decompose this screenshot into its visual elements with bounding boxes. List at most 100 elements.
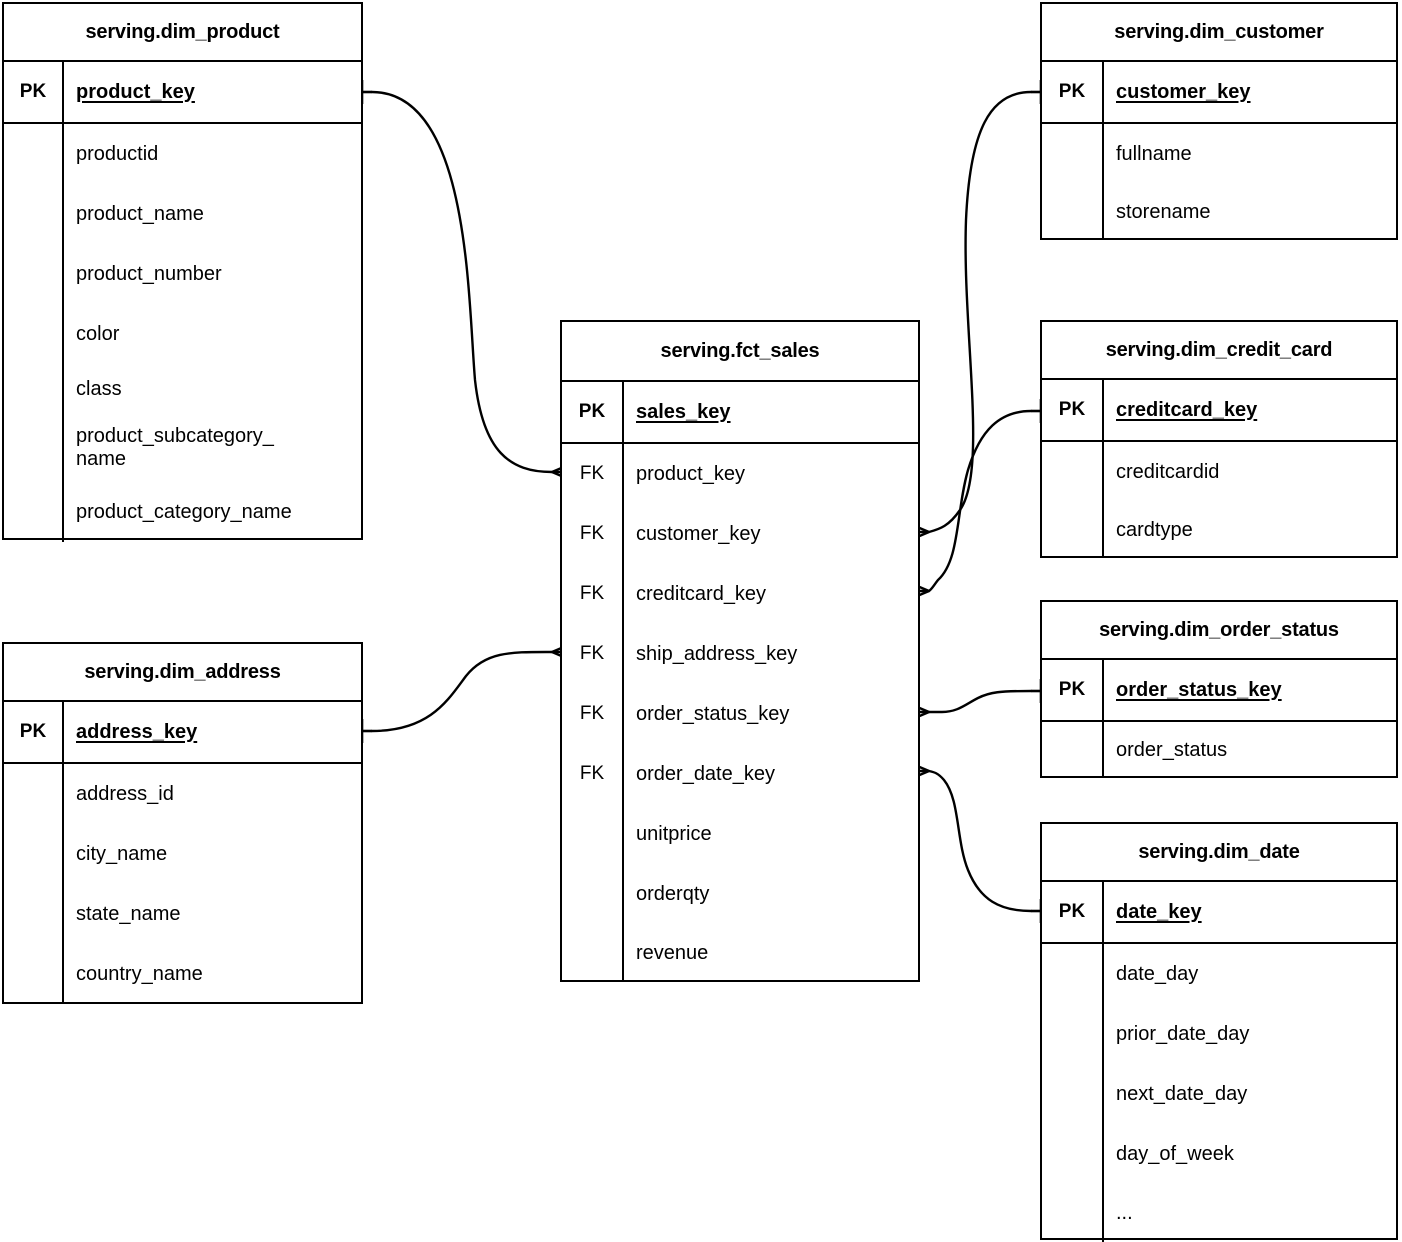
attribute-name: creditcard_key (1116, 398, 1258, 421)
attribute-name: next_date_day (1116, 1082, 1248, 1105)
key-badge-empty (1042, 442, 1104, 502)
attribute-name: creditcardid (1116, 460, 1220, 483)
relationship-rel-address-sales[interactable] (360, 639, 579, 743)
attribute-row[interactable]: address_id (4, 764, 361, 824)
attribute-row[interactable]: color (4, 304, 361, 364)
entity-attributes-dim_credit_card: PK creditcard_key creditcardid cardtype (1042, 380, 1396, 558)
attribute-row[interactable]: cardtype (1042, 502, 1396, 558)
attribute-row[interactable]: product_number (4, 244, 361, 304)
attribute-row[interactable]: ... (1042, 1184, 1396, 1242)
attribute-row[interactable]: creditcardid (1042, 442, 1396, 502)
attribute-name: product_subcategory_name (76, 425, 274, 470)
attribute-name: cardtype (1116, 518, 1193, 541)
attribute-row[interactable]: product_name (4, 184, 361, 244)
entity-title-fct_sales: serving.fct_sales (562, 322, 918, 382)
attribute-row[interactable]: class (4, 364, 361, 414)
attribute-name: product_key (76, 80, 195, 103)
attribute-name: productid (76, 142, 159, 165)
key-badge-empty (1042, 1064, 1104, 1124)
entity-title-dim_date: serving.dim_date (1042, 824, 1396, 882)
attribute-row[interactable]: PK address_key (4, 702, 361, 764)
key-badge-fk: FK (562, 624, 624, 684)
key-badge-empty (4, 482, 64, 542)
relationship-rel-date-sales[interactable] (902, 758, 1043, 923)
attribute-row[interactable]: date_day (1042, 944, 1396, 1004)
entity-title-dim_customer: serving.dim_customer (1042, 4, 1396, 62)
attribute-name: order_status (1116, 738, 1228, 761)
attribute-row[interactable]: storename (1042, 184, 1396, 240)
attribute-row[interactable]: next_date_day (1042, 1064, 1396, 1124)
attribute-row[interactable]: FK order_status_key (562, 684, 918, 744)
attribute-row[interactable]: unitprice (562, 804, 918, 864)
attribute-row[interactable]: prior_date_day (1042, 1004, 1396, 1064)
key-badge-empty (4, 244, 64, 304)
key-badge-empty (1042, 1004, 1104, 1064)
attribute-row[interactable]: country_name (4, 944, 361, 1004)
relationship-line (370, 650, 554, 733)
attribute-name: ... (1116, 1201, 1133, 1224)
relationship-rel-product-sales[interactable] (360, 80, 579, 485)
relationship-rel-orderstatus-sales[interactable] (902, 679, 1043, 725)
attribute-name: color (76, 322, 120, 345)
attribute-name: sales_key (636, 400, 731, 423)
key-badge-empty (4, 184, 64, 244)
key-badge-pk: PK (4, 702, 64, 762)
attribute-name: order_status_key (636, 702, 790, 725)
key-badge-pk: PK (1042, 660, 1104, 720)
attribute-row[interactable]: orderqty (562, 864, 918, 924)
key-badge-empty (1042, 124, 1104, 184)
attribute-row[interactable]: state_name (4, 884, 361, 944)
key-badge-empty (4, 364, 64, 414)
attribute-row[interactable]: revenue (562, 924, 918, 982)
attribute-name: class (76, 377, 122, 400)
attribute-row[interactable]: order_status (1042, 722, 1396, 778)
attribute-name: product_key (636, 462, 745, 485)
attribute-row[interactable]: product_subcategory_name (4, 414, 361, 482)
key-badge-fk: FK (562, 564, 624, 624)
relationship-line (927, 90, 1033, 534)
key-badge-empty (562, 804, 624, 864)
attribute-row[interactable]: productid (4, 124, 361, 184)
attribute-row[interactable]: product_category_name (4, 482, 361, 542)
entity-title-dim_credit_card: serving.dim_credit_card (1042, 322, 1396, 380)
attribute-row[interactable]: FK product_key (562, 444, 918, 504)
attribute-row[interactable]: fullname (1042, 124, 1396, 184)
key-badge-empty (4, 414, 64, 482)
attribute-name: address_key (76, 720, 198, 743)
attribute-name: date_day (1116, 962, 1199, 985)
key-badge-fk: FK (562, 444, 624, 504)
attribute-row[interactable]: PK creditcard_key (1042, 380, 1396, 442)
relationship-rel-creditcard-sales[interactable] (902, 399, 1043, 604)
relationship-line (927, 409, 1033, 593)
key-badge-empty (4, 824, 64, 884)
key-badge-fk: FK (562, 744, 624, 804)
attribute-row[interactable]: city_name (4, 824, 361, 884)
relationship-rel-customer-sales[interactable] (902, 80, 1043, 545)
attribute-name: product_name (76, 202, 204, 225)
attribute-row[interactable]: day_of_week (1042, 1124, 1396, 1184)
key-badge-fk: FK (562, 684, 624, 744)
key-badge-pk: PK (1042, 380, 1104, 440)
key-badge-empty (4, 884, 64, 944)
attribute-name: storename (1116, 200, 1211, 223)
